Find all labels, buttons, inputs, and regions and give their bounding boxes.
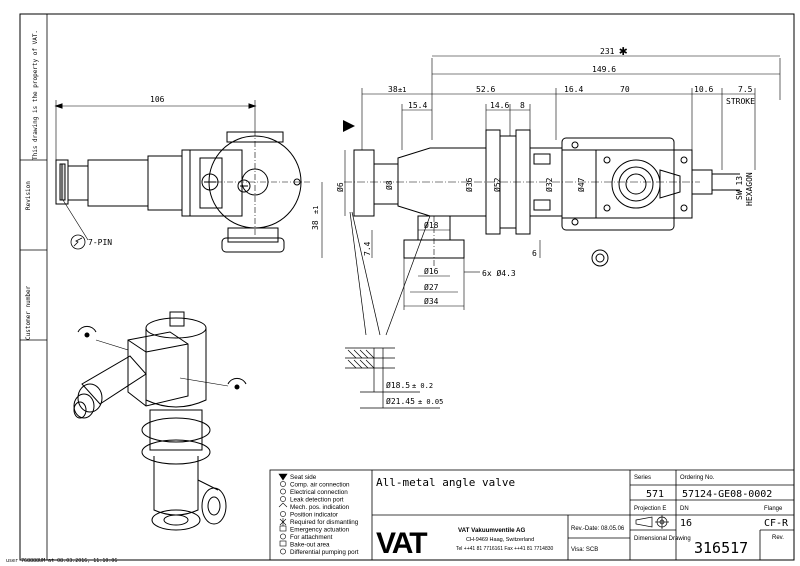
bake-out-icon	[279, 540, 287, 547]
phi18-5: Ø18.5	[386, 380, 410, 390]
company-name: VAT Vakuumventile AG	[458, 527, 525, 534]
dim-38-vertical-tol: ±1	[312, 206, 320, 214]
emergency-icon	[279, 525, 287, 532]
legend-item: Seat side	[290, 474, 317, 481]
legend: Seat side Comp. air connection Electrica…	[278, 473, 359, 556]
dim-14-6: 14.6	[490, 101, 509, 110]
legend-item: Position indicator	[290, 512, 338, 519]
hexagon-label: HEXAGON	[745, 172, 754, 206]
legend-item: For attachment	[290, 534, 333, 541]
ordering-value: 57124-GE08-0002	[682, 489, 772, 500]
series-value: 571	[646, 489, 664, 500]
dim-10-6: 10.6	[694, 85, 713, 94]
dn-label: DN	[680, 506, 689, 512]
asterisk-icon: ✱	[619, 43, 628, 59]
sw13: SW 13	[735, 176, 744, 200]
legend-item: Mech. pos. indication	[290, 504, 350, 511]
phi21-45: Ø21.45	[386, 396, 415, 406]
customer-number-label: Customer number	[25, 285, 32, 340]
phi18: Ø18	[424, 220, 439, 230]
phi8: Ø8	[384, 180, 394, 190]
legend-item: Comp. air connection	[290, 482, 350, 489]
dimension-labels: 231 ✱ 149.6 38 ±1 52.6 16.4 70 10.6 7.5 …	[311, 43, 755, 406]
revision-label: Revision	[25, 181, 32, 210]
dismantling-icon	[279, 518, 287, 526]
isometric-view	[73, 311, 247, 531]
pumping-port-icon	[280, 548, 286, 555]
dimensional-drawing-label: Dimensional Drawing	[634, 536, 691, 542]
title-block	[269, 469, 795, 561]
phi18-5-tol: ± 0.2	[412, 382, 433, 390]
drawing-number: 316517	[694, 539, 748, 557]
dim-106: 106	[150, 95, 165, 104]
dim-6: 6	[532, 249, 537, 258]
property-notice: This drawing is the property of VAT.	[32, 30, 39, 160]
dn-value: 16	[680, 518, 692, 529]
pin-icon	[70, 234, 86, 250]
leak-port-icon	[280, 496, 286, 502]
side-panel: This drawing is the property of VAT. Rev…	[20, 14, 48, 560]
phi47: Ø47	[576, 177, 586, 192]
company-address: CH-9469 Haag, Switzerland	[466, 537, 534, 543]
description: All-metal angle valve	[376, 476, 515, 489]
company-phone: Tel ++41 81 7716161 Fax ++41 81 7714830	[456, 546, 554, 552]
phi16: Ø16	[424, 266, 439, 276]
dim-231: 231	[600, 47, 615, 56]
flange-label: Flange	[764, 506, 783, 512]
mech-indication-icon	[278, 502, 288, 508]
holes-label: 6x Ø4.3	[482, 268, 516, 278]
legend-item: Electrical connection	[290, 489, 348, 496]
seat-side-icon	[278, 473, 288, 481]
footer-user-line: user 768888UM at 08.03.2016, 11:10:06	[6, 558, 117, 564]
visa: Visa: SCB	[571, 547, 598, 553]
title-block-text: All-metal angle valve Series 571 Orderin…	[376, 475, 789, 560]
rev-date: Rev.-Date: 08.05.06	[571, 526, 625, 532]
legend-item: Leak detection port	[290, 497, 344, 504]
dim-7-5: 7.5	[738, 85, 753, 94]
phi36: Ø36	[464, 177, 474, 192]
phi32: Ø32	[544, 177, 554, 192]
pin-label: 7-PIN	[88, 238, 112, 247]
phi27: Ø27	[424, 282, 439, 292]
attachment-icon	[280, 533, 286, 540]
right-view	[321, 55, 781, 409]
position-indicator-icon	[280, 511, 286, 517]
dim-8: 8	[520, 101, 525, 110]
dim-70: 70	[620, 85, 630, 94]
dim-38: 38	[388, 85, 398, 94]
dim-15-4: 15.4	[408, 101, 427, 110]
dim-38-tol: ±1	[398, 86, 406, 94]
vat-logo: VAT	[376, 527, 427, 560]
legend-item: Bake-out area	[290, 542, 330, 549]
stroke-label: STROKE	[726, 97, 755, 106]
phi21-45-tol: ± 0.05	[418, 398, 443, 406]
phi6: Ø6	[335, 182, 345, 192]
series-label: Series	[634, 475, 651, 481]
dim-16-4: 16.4	[564, 85, 583, 94]
projection-icon	[635, 515, 669, 529]
legend-item: Differential pumping port	[290, 549, 359, 556]
air-connection-icon	[280, 481, 286, 487]
flange-value: CF-R	[764, 518, 789, 529]
dim-7-4: 7.4	[363, 241, 372, 256]
legend-item: Required for dismantling	[290, 519, 359, 526]
rev-label: Rev.	[772, 535, 784, 541]
phi52: Ø52	[492, 177, 502, 192]
ordering-label: Ordering No.	[680, 475, 715, 481]
dim-149-6: 149.6	[592, 65, 616, 74]
projection-label: Projection E	[634, 506, 666, 512]
dim-38-vertical: 38	[311, 220, 320, 230]
left-view	[54, 100, 310, 253]
electrical-icon	[280, 488, 286, 495]
legend-item: Emergency actuation	[290, 527, 350, 534]
dim-52-6: 52.6	[476, 85, 495, 94]
phi34: Ø34	[424, 296, 439, 306]
